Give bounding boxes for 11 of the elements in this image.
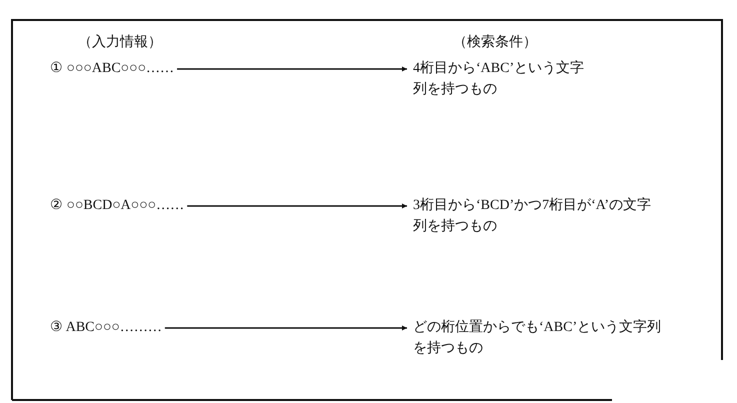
arrow [164, 326, 407, 330]
input-string: ① ○○○ABC○○○…… [50, 58, 174, 79]
arrow [187, 204, 407, 208]
column-heading: （検索条件） [453, 33, 537, 51]
search-condition: 3桁目から‘BCD’かつ7桁目が‘A’の文字列を持つもの [413, 195, 663, 237]
column-heading: （入力情報） [78, 34, 162, 51]
arrow [177, 66, 407, 72]
input-string: ② ○○BCD○A○○○…… [50, 195, 184, 216]
search-condition: 4桁目から‘ABC’という文字列を持つもの [413, 58, 585, 100]
search-condition: どの桁位置からでも‘ABC’という文字列を持つもの [413, 317, 668, 359]
input-string: ③ ABC○○○……… [50, 317, 162, 338]
